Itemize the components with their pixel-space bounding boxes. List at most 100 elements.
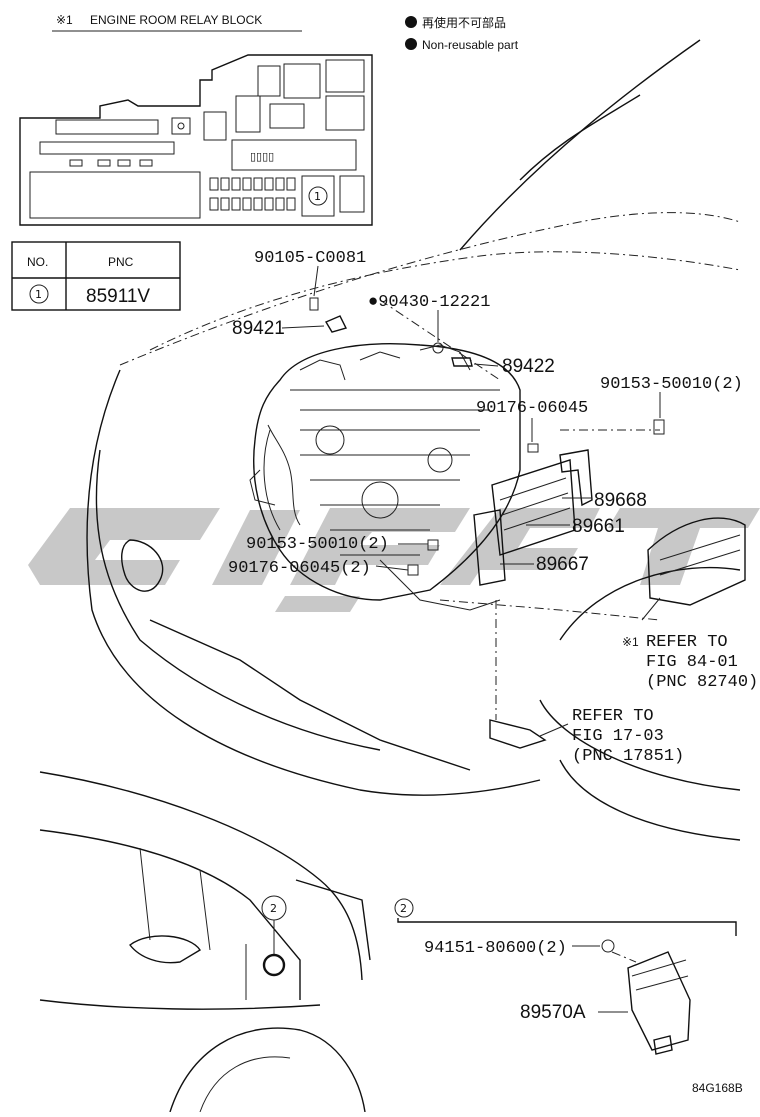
callout-89667: 89667: [536, 554, 589, 575]
detail-box-circle: [394, 898, 414, 918]
bracket-89668: [559, 449, 593, 507]
relay-slot: [257, 65, 281, 97]
detail-box-number: 2: [400, 902, 407, 915]
fuse-slot: [69, 159, 83, 167]
engine-block: [253, 343, 521, 601]
smart-key-location-marker: [262, 953, 286, 977]
bolt-90153-mid: [427, 539, 439, 551]
fuse-row: [209, 177, 296, 211]
clip-90176-mid: [407, 564, 419, 576]
callout-90105-c0081: 90105-C0081: [254, 249, 366, 268]
callout-90153-50010-top: 90153-50010(2): [600, 375, 743, 394]
bracket-17851: [489, 719, 547, 749]
fuse-slot: [139, 159, 153, 167]
callout-94151-80600: 94151-80600(2): [424, 939, 567, 958]
fog-lamp: [121, 539, 164, 592]
ref-fig17: REFER TO FIG 17-03 (PNC 17851): [572, 707, 684, 766]
relay-block-marker: ※1: [56, 13, 73, 27]
callout-89422: 89422: [502, 356, 555, 377]
module-89570A: [627, 951, 691, 1051]
pnc-row-number-circle: [29, 284, 49, 304]
relay-fuse-number: 1: [314, 190, 321, 203]
fuse-cell: [301, 175, 335, 217]
fuse-slot: [97, 159, 111, 167]
callout-90176-06045-top: 90176-06045: [476, 399, 588, 418]
roofline: [39, 771, 363, 981]
figure-code: 84G168B: [692, 1081, 743, 1095]
callout-89668: 89668: [594, 490, 647, 511]
vehicle-body: [86, 39, 741, 841]
side-callout-number: 2: [270, 902, 277, 915]
pnc-table-header-pnc: PNC: [108, 255, 134, 269]
pnc-table-header-no: NO.: [27, 255, 48, 269]
wire-harness: [263, 429, 281, 531]
callout-89570A: 89570A: [520, 1002, 586, 1023]
fuse-slots: ▯▯▯▯: [250, 150, 274, 163]
relay-slot: [325, 59, 365, 93]
relay-slot: [171, 117, 191, 135]
relay-slot: [203, 111, 227, 141]
relay-fuse-circle: [308, 186, 328, 206]
ecu-89661: [491, 459, 576, 556]
relay-slot: [235, 95, 261, 133]
door-handle: [129, 935, 201, 964]
fuse-cell: [339, 175, 365, 213]
non-reusable-dot-icon: [405, 38, 417, 50]
bracket-89667: [473, 509, 506, 586]
relay-slot: [269, 103, 305, 129]
nut-94151: [601, 939, 615, 953]
ref-fig84-line3: (PNC 82740): [646, 673, 758, 692]
hood-outline: [149, 251, 741, 351]
ref-fig17-line3: (PNC 17851): [572, 747, 684, 766]
legend: 再使用不可部品 Non-reusable part: [405, 15, 519, 52]
relay-box-82740: [647, 517, 746, 606]
ecu-module: [407, 419, 746, 749]
ref-fig17-line2: FIG 17-03: [572, 727, 664, 746]
detail-box-bracket: [397, 918, 737, 936]
relay-slot: [325, 95, 365, 131]
legend-english: Non-reusable part: [422, 38, 519, 52]
detail-box-2: 2 94151-80600(2) 89570A: [394, 898, 737, 1055]
small-parts: [309, 297, 473, 367]
pnc-row-value: 85911V: [86, 286, 150, 307]
watermark-logo: [28, 508, 760, 612]
sensor-89421: [324, 315, 348, 333]
relay-strip: [39, 141, 175, 155]
vehicle-side-view: 2: [39, 771, 371, 1113]
ref-fig84-marker: ※1: [622, 635, 639, 649]
ref-fig17-line1: REFER TO: [572, 707, 654, 726]
engine-room-relay-block: ▯▯▯▯ 1: [19, 54, 373, 226]
gasket-90430: [432, 342, 444, 354]
fuse-slot: [117, 159, 131, 167]
bolt-90153-top: [653, 419, 665, 435]
pnc-table-frame: [11, 241, 181, 311]
callout-89661: 89661: [572, 516, 625, 537]
clip-90176: [527, 443, 539, 453]
callout-90153-50010-mid: 90153-50010(2): [246, 535, 389, 554]
callout-89421: 89421: [232, 318, 285, 339]
callout-90176-06045-mid: 90176-06045(2): [228, 559, 371, 578]
ref-fig84-line1: REFER TO: [646, 633, 728, 652]
ref-fig84: ※1 REFER TO FIG 84-01 (PNC 82740): [622, 633, 758, 692]
fender-line: [559, 566, 741, 641]
fuse-panel: [231, 139, 357, 171]
engine-assembly: [249, 343, 521, 611]
non-reusable-dot-icon: [405, 16, 417, 28]
bolt-90105: [309, 297, 319, 311]
window-line: [39, 829, 301, 1000]
relay-block-title-text: ENGINE ROOM RELAY BLOCK: [90, 13, 262, 27]
bumper-outline: [86, 369, 541, 796]
sensor-89422: [451, 357, 473, 367]
relay-slot: [283, 63, 321, 99]
legend-japanese: 再使用不可部品: [422, 15, 506, 30]
callouts: 90105-C0081 89421 ●90430-12221 89422 901…: [228, 249, 743, 578]
ref-fig84-line2: FIG 84-01: [646, 653, 738, 672]
module-connector: [653, 1035, 673, 1055]
relay-strip: [55, 119, 159, 135]
relay-screw: [177, 122, 185, 130]
pnc-table: NO. PNC 1 85911V: [11, 241, 181, 311]
pnc-row-number: 1: [35, 288, 42, 301]
callout-90430-12221: ●90430-12221: [368, 293, 490, 312]
